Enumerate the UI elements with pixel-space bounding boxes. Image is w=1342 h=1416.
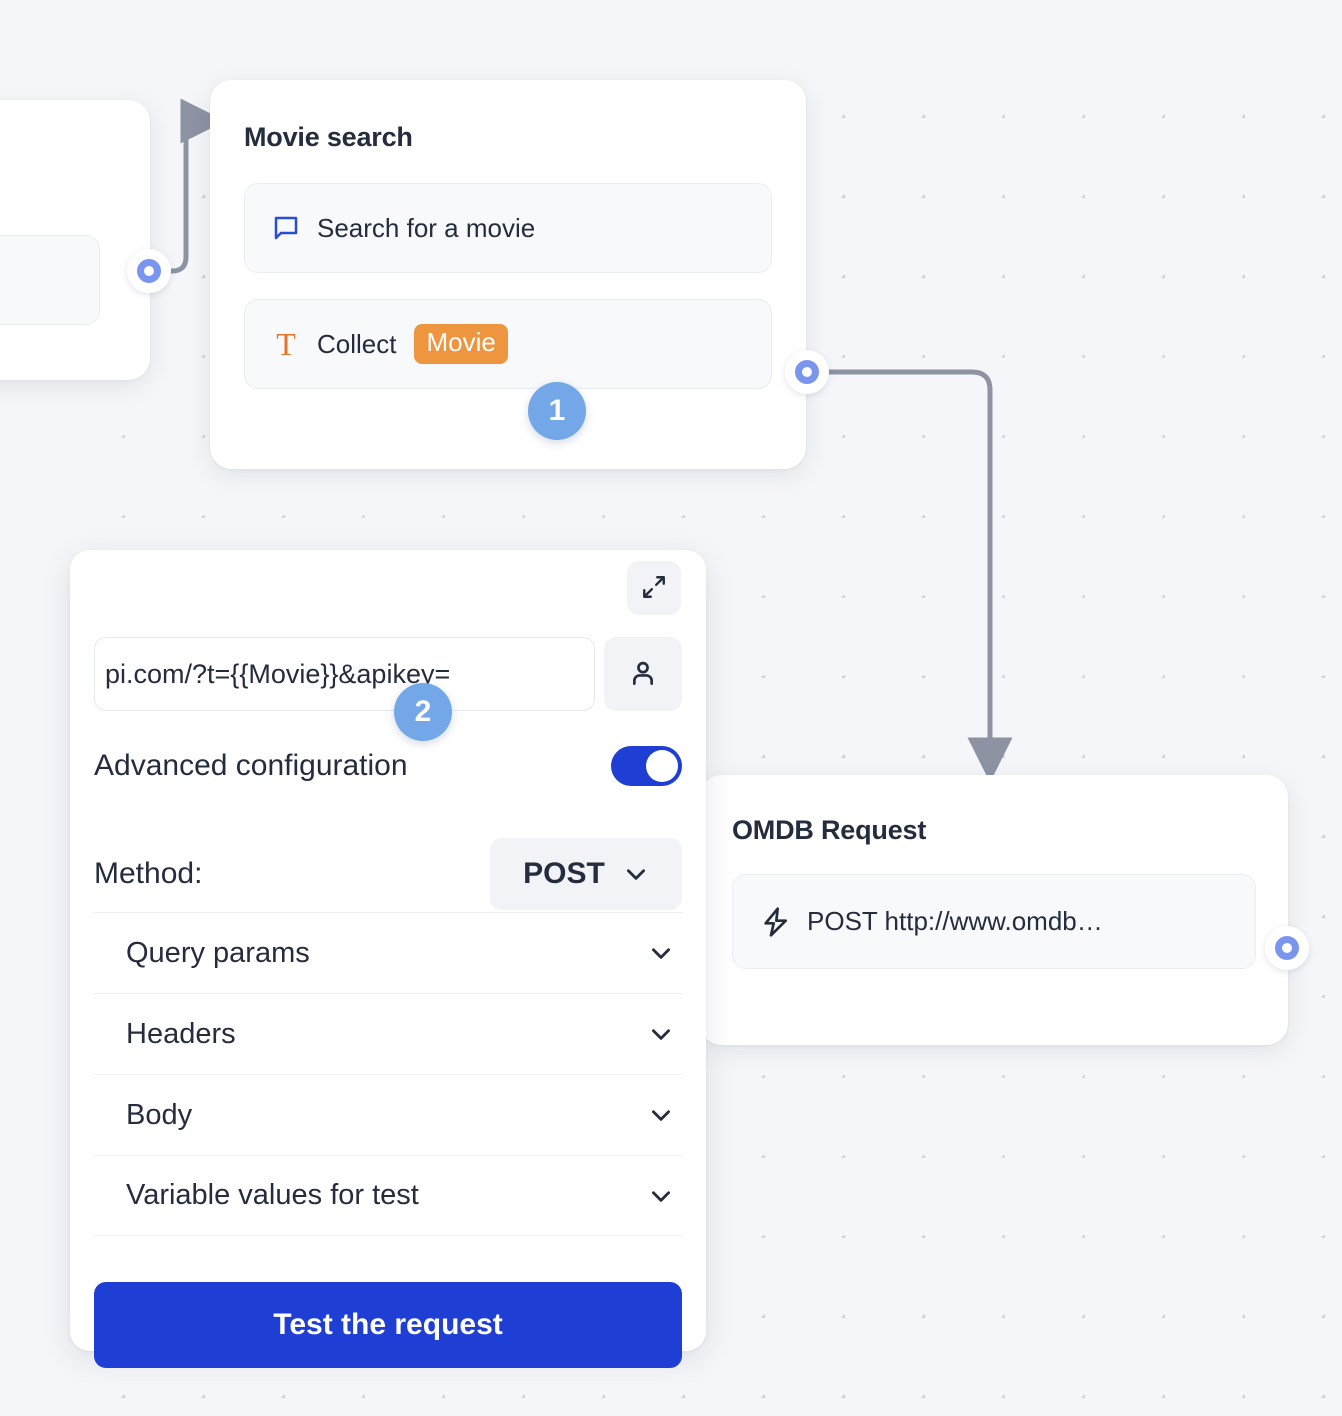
node-row-post-request[interactable]: POST http://www.omdb… bbox=[732, 874, 1256, 969]
section-headers[interactable]: Headers bbox=[94, 993, 682, 1074]
section-label: Variable values for test bbox=[126, 1179, 419, 1211]
method-label: Method: bbox=[94, 857, 203, 890]
text-t-icon: T bbox=[276, 326, 296, 362]
chevron-down-icon bbox=[623, 861, 649, 887]
section-label: Headers bbox=[126, 1017, 236, 1050]
chevron-down-icon bbox=[648, 1102, 674, 1128]
section-variable-values-for-test[interactable]: Variable values for test bbox=[94, 1155, 682, 1236]
chevron-down-icon bbox=[648, 1021, 674, 1047]
request-url-input[interactable]: pi.com/?t={{Movie}}&apikey= bbox=[94, 637, 595, 711]
node-row-label: Collect bbox=[317, 328, 397, 359]
advanced-configuration-toggle[interactable] bbox=[611, 746, 682, 786]
method-value: POST bbox=[523, 857, 605, 890]
chevron-down-icon bbox=[648, 1183, 674, 1209]
node-card-movie-search[interactable]: Movie search Search for a movie T Collec… bbox=[210, 80, 806, 469]
config-sections-accordion: Query params Headers Body bbox=[94, 912, 682, 1236]
node-row-label: POST http://www.omdb… bbox=[807, 906, 1103, 936]
connection-port-left-node-output[interactable] bbox=[127, 249, 171, 293]
section-label: Query params bbox=[126, 936, 310, 969]
section-body[interactable]: Body bbox=[94, 1074, 682, 1155]
method-select[interactable]: POST bbox=[490, 838, 682, 910]
connection-port-omdb-output[interactable] bbox=[1265, 926, 1309, 970]
node-title-omdb-request: OMDB Request bbox=[732, 815, 927, 845]
chevron-down-icon bbox=[648, 940, 674, 966]
section-label: Body bbox=[126, 1098, 193, 1131]
auth-user-button[interactable] bbox=[604, 637, 682, 711]
expand-panel-button[interactable] bbox=[627, 561, 681, 615]
request-url-value: pi.com/?t={{Movie}}&apikey= bbox=[105, 658, 451, 689]
step-marker-1: 1 bbox=[528, 382, 586, 440]
variable-chip-movie[interactable]: Movie bbox=[414, 324, 508, 364]
advanced-configuration-row: Advanced configuration bbox=[94, 746, 682, 786]
node-title-movie-search: Movie search bbox=[244, 122, 413, 152]
section-query-params[interactable]: Query params bbox=[94, 912, 682, 993]
method-row: Method: POST bbox=[94, 838, 682, 910]
node-row-partial[interactable] bbox=[0, 235, 100, 325]
chat-bubble-icon bbox=[271, 213, 301, 243]
node-row-label: Search for a movie bbox=[317, 212, 536, 243]
advanced-configuration-label: Advanced configuration bbox=[94, 749, 408, 782]
lightning-bolt-icon bbox=[759, 906, 791, 938]
node-row-search-for-a-movie[interactable]: Search for a movie bbox=[244, 183, 772, 273]
node-row-collect-movie[interactable]: T Collect Movie bbox=[244, 299, 772, 389]
node-card-omdb-request[interactable]: OMDB Request POST http://www.omdb… bbox=[700, 775, 1288, 1045]
request-config-panel[interactable]: pi.com/?t={{Movie}}&apikey= Advanced con… bbox=[70, 550, 706, 1368]
url-row: pi.com/?t={{Movie}}&apikey= bbox=[94, 637, 682, 711]
expand-diagonal-icon bbox=[641, 574, 667, 603]
test-the-request-button[interactable]: Test the request bbox=[94, 1282, 682, 1368]
connection-port-movie-search-output[interactable] bbox=[785, 350, 829, 394]
node-card-partial[interactable] bbox=[0, 100, 150, 380]
user-person-icon bbox=[627, 657, 659, 692]
step-marker-2: 2 bbox=[394, 683, 452, 741]
